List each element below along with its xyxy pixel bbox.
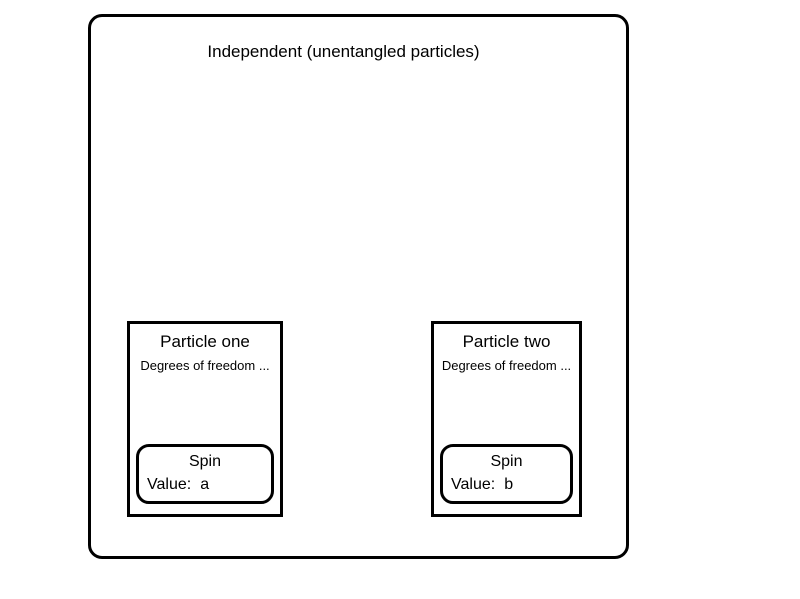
particle-two-title: Particle two [462,332,551,351]
particle-two-value: b [504,476,514,493]
particle-one-title: Particle one [160,332,250,351]
particle-two-spin-box: Spin Value: b [440,444,573,504]
particle-one-value-label: Value: [147,476,192,493]
particle-two-spin-value-row: Value: b [443,475,570,494]
particle-two-box: Particle two Degrees of freedom ... Spin… [431,321,582,517]
particle-one-box: Particle one Degrees of freedom ... Spin… [127,321,283,517]
particle-one-value: a [200,476,210,493]
particle-one-spin-box: Spin Value: a [136,444,274,504]
particle-two-value-label: Value: [451,476,496,493]
particle-one-degrees-of-freedom: Degrees of freedom ... [140,358,270,373]
independent-system-box: Independent (unentangled particles) Part… [88,14,629,559]
particle-one-spin-value-row: Value: a [139,475,271,494]
particle-two-degrees-of-freedom: Degrees of freedom ... [441,358,572,373]
diagram-title: Independent (unentangled particles) [207,42,480,61]
particle-one-spin-label: Spin [188,453,222,470]
particle-two-spin-label: Spin [490,453,523,470]
